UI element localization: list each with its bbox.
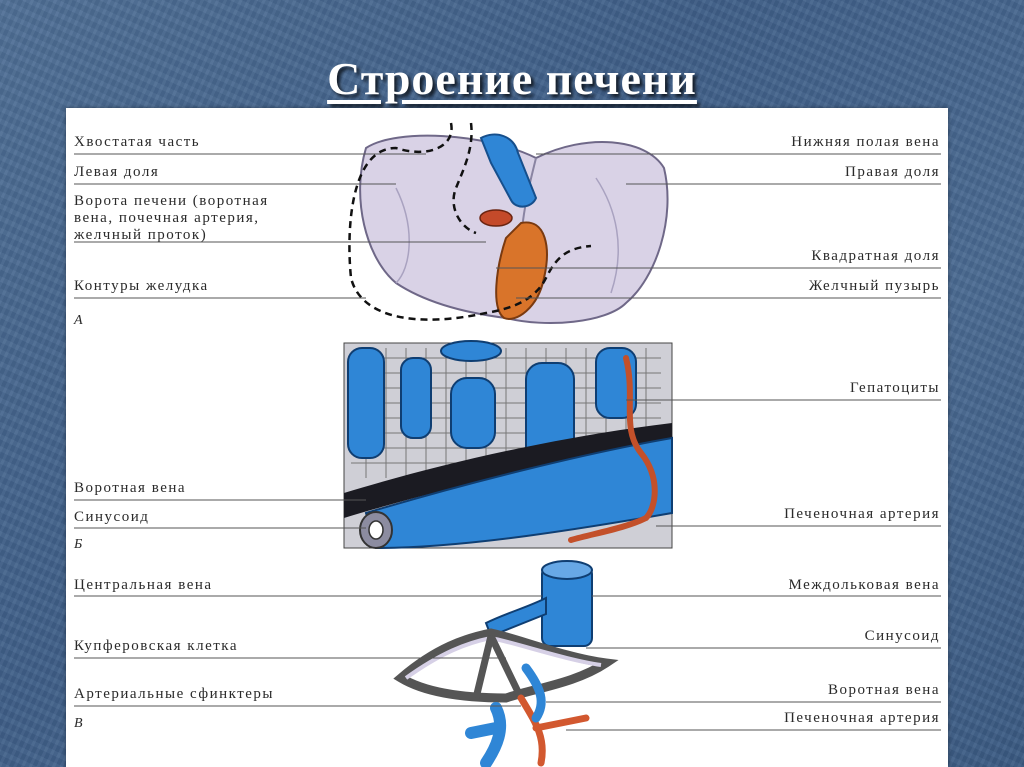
panel-b-letter: Б bbox=[74, 537, 84, 552]
panel-c-leaders bbox=[74, 595, 941, 731]
label-portal-vein-c: Воротная вена bbox=[827, 682, 940, 698]
stomach-contour bbox=[348, 122, 592, 321]
sinusoid-network bbox=[393, 628, 619, 703]
label-hepatocytes: Гепатоциты bbox=[849, 380, 940, 396]
artery-branch bbox=[517, 694, 590, 767]
liver-illustration bbox=[348, 122, 669, 324]
label-sinusoid-b: Синусоид bbox=[74, 509, 150, 525]
label-hepatic-artery-b: Печеночная артерия bbox=[784, 506, 940, 522]
slide-title: Строение печени bbox=[327, 53, 697, 104]
inferior-vena-cava bbox=[479, 133, 538, 208]
panel-a-leaders bbox=[74, 153, 941, 299]
label-kupffer-cell: Купферовская клетка bbox=[74, 638, 239, 654]
label-quadrate-lobe: Квадратная доля bbox=[811, 248, 940, 264]
label-porta-hepatis: Ворота печени (воротная вена, почечная а… bbox=[74, 193, 269, 243]
panel-c-letter: В bbox=[74, 716, 85, 731]
gallbladder bbox=[495, 221, 548, 320]
portal-vein-branch bbox=[465, 702, 507, 767]
label-portal-vein-b: Воротная вена bbox=[74, 480, 187, 496]
label-central-vein: Центральная вена bbox=[74, 577, 213, 593]
label-sinusoid-c: Синусоид bbox=[864, 628, 940, 644]
sinusoid-illustration bbox=[393, 560, 619, 767]
panel-b-leaders bbox=[74, 399, 941, 529]
label-stomach-contour: Контуры желудка bbox=[74, 278, 209, 294]
portal-vein bbox=[364, 436, 673, 550]
label-inferior-vena-cava: Нижняя полая вена bbox=[791, 134, 940, 150]
hepatic-porta bbox=[479, 209, 513, 227]
label-gallbladder: Желчный пузырь bbox=[808, 278, 940, 294]
label-hepatic-artery-c: Печеночная артерия bbox=[784, 710, 940, 726]
label-interlobular-vein: Междольковая вена bbox=[788, 577, 940, 593]
label-arterial-sphincters: Артериальные сфинктеры bbox=[74, 686, 274, 702]
label-caudate-part: Хвостатая часть bbox=[74, 134, 201, 150]
figure-sheet: Хвостатая часть Левая доля Ворота печени… bbox=[66, 108, 948, 767]
anatomy-figure bbox=[74, 122, 941, 767]
panel-a-letter: А bbox=[74, 313, 85, 328]
label-left-lobe: Левая доля bbox=[74, 164, 160, 180]
hepatic-artery bbox=[568, 355, 658, 543]
label-right-lobe: Правая доля bbox=[844, 164, 940, 180]
lobule-illustration bbox=[343, 340, 673, 550]
